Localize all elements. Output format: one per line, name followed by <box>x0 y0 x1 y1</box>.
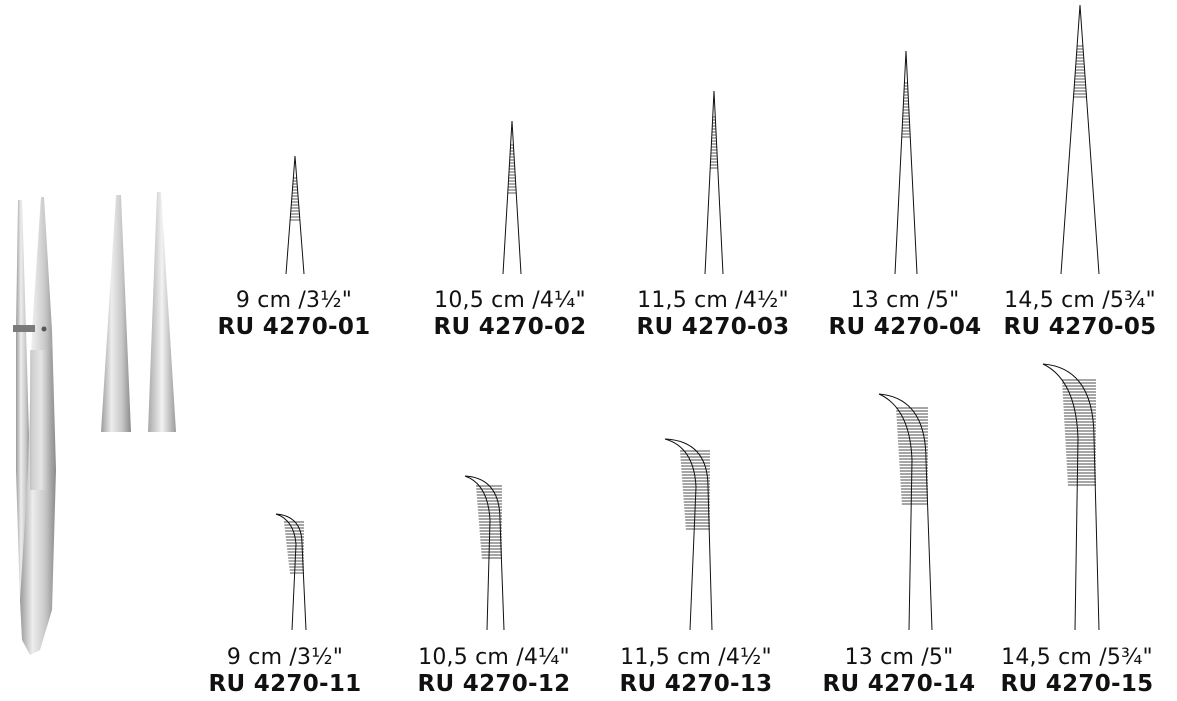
tip-detail-right <box>148 192 176 432</box>
tip-drawing-straight-3 <box>704 90 724 274</box>
product-caption: 9 cm /3½" RU 4270-01 <box>199 288 389 341</box>
forceps-product-photo <box>13 192 176 655</box>
tip-drawing-curved-1 <box>275 513 307 630</box>
product-code: RU 4270-14 <box>822 671 976 697</box>
product-caption: 10,5 cm /4¼" RU 4270-02 <box>415 288 605 341</box>
product-caption: 11,5 cm /4½" RU 4270-13 <box>601 645 791 698</box>
tip-drawing-curved-4 <box>878 393 933 630</box>
product-code: RU 4270-04 <box>828 314 982 340</box>
product-size: 13 cm /5" <box>844 645 954 670</box>
product-caption: 10,5 cm /4¼" RU 4270-12 <box>399 645 589 698</box>
product-size: 14,5 cm /5¾" <box>1004 288 1156 313</box>
product-caption: 13 cm /5" RU 4270-04 <box>810 288 1000 341</box>
product-caption: 11,5 cm /4½" RU 4270-03 <box>618 288 808 341</box>
product-size: 11,5 cm /4½" <box>620 645 772 670</box>
product-caption: 13 cm /5" RU 4270-14 <box>804 645 994 698</box>
product-caption: 9 cm /3½" RU 4270-11 <box>190 645 380 698</box>
product-code: RU 4270-03 <box>636 314 790 340</box>
product-size: 11,5 cm /4½" <box>637 288 789 313</box>
tip-drawing-straight-1 <box>285 155 305 274</box>
product-code: RU 4270-02 <box>433 314 587 340</box>
product-size: 10,5 cm /4¼" <box>418 645 570 670</box>
product-code: RU 4270-11 <box>208 671 362 697</box>
product-code: RU 4270-05 <box>1003 314 1157 340</box>
product-size: 9 cm /3½" <box>226 645 344 670</box>
forceps-grip <box>30 350 52 490</box>
product-code: RU 4270-01 <box>217 314 371 340</box>
tip-drawing-straight-4 <box>894 50 918 274</box>
product-size: 13 cm /5" <box>850 288 960 313</box>
tip-drawing-straight-5 <box>1060 4 1100 274</box>
product-code: RU 4270-13 <box>619 671 773 697</box>
product-size: 14,5 cm /5¾" <box>1001 645 1153 670</box>
product-size: 9 cm /3½" <box>235 288 353 313</box>
product-code: RU 4270-15 <box>1000 671 1154 697</box>
product-caption: 14,5 cm /5¾" RU 4270-15 <box>982 645 1172 698</box>
forceps-guide-pin <box>13 325 35 332</box>
product-code: RU 4270-12 <box>417 671 571 697</box>
tip-drawing-straight-2 <box>502 120 522 274</box>
product-caption: 14,5 cm /5¾" RU 4270-05 <box>985 288 1175 341</box>
tip-drawing-curved-3 <box>664 438 713 630</box>
tip-detail-left <box>101 195 131 432</box>
tip-drawing-curved-2 <box>464 475 505 630</box>
tip-drawing-curved-5 <box>1042 363 1100 630</box>
product-size: 10,5 cm /4¼" <box>434 288 586 313</box>
